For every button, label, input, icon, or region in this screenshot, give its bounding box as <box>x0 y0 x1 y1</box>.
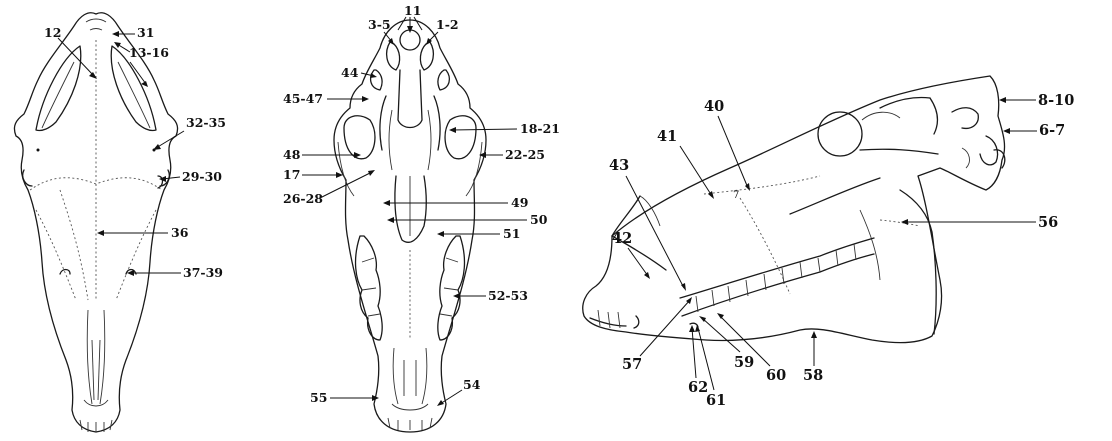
label-11: 11 <box>404 3 421 18</box>
label-59: 59 <box>734 354 754 371</box>
label-7-small: 7 <box>733 190 739 201</box>
label-48: 48 <box>283 147 301 162</box>
label-43: 43 <box>609 157 629 174</box>
label-40: 40 <box>704 98 724 115</box>
label-36: 36 <box>171 225 189 240</box>
lateral-view-skull: 7 <box>583 76 1005 343</box>
label-13-16: 13-16 <box>129 45 169 60</box>
label-60: 60 <box>766 367 786 384</box>
label-31: 31 <box>137 25 154 40</box>
label-41: 41 <box>657 128 677 145</box>
label-44: 44 <box>341 65 359 80</box>
label-12: 12 <box>44 25 61 40</box>
label-49: 49 <box>511 195 528 210</box>
label-54: 54 <box>463 377 481 392</box>
label-29-30: 29-30 <box>182 169 222 184</box>
label-56: 56 <box>1038 214 1058 231</box>
label-6-7: 6-7 <box>1039 122 1065 139</box>
label-61: 61 <box>706 392 726 409</box>
label-17: 17 <box>283 167 300 182</box>
label-42: 42 <box>612 230 632 247</box>
label-22-25: 22-25 <box>505 147 545 162</box>
label-1-2: 1-2 <box>436 17 459 32</box>
label-52-53: 52-53 <box>488 288 528 303</box>
label-50: 50 <box>530 212 548 227</box>
label-37-39: 37-39 <box>183 265 223 280</box>
label-45-47: 45-47 <box>283 91 323 106</box>
label-58: 58 <box>803 367 823 384</box>
label-55: 55 <box>310 390 327 405</box>
ventral-view-skull <box>334 20 486 432</box>
label-18-21: 18-21 <box>520 121 560 136</box>
label-26-28: 26-28 <box>283 191 323 206</box>
label-57: 57 <box>622 356 642 373</box>
label-8-10: 8-10 <box>1038 92 1074 109</box>
dorsal-view-skull <box>14 13 177 432</box>
label-32-35: 32-35 <box>186 115 226 130</box>
label-51: 51 <box>503 226 520 241</box>
label-3-5: 3-5 <box>368 17 391 32</box>
